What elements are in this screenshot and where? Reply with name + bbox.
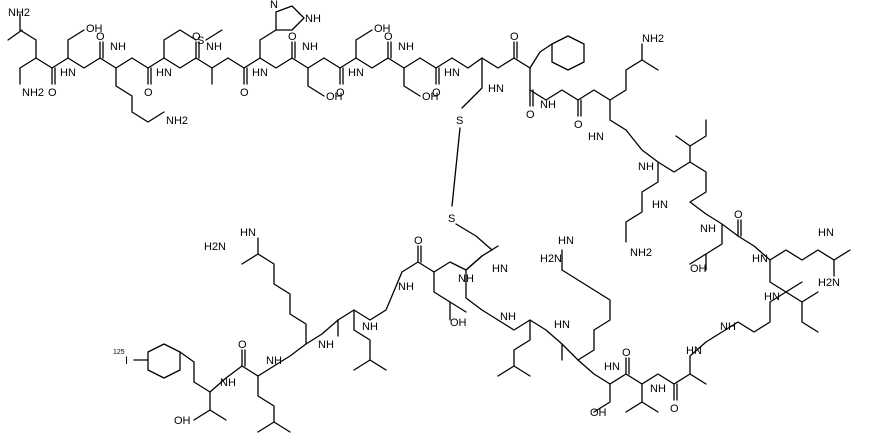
label-oh-ser1: OH <box>86 23 103 35</box>
label-nh: NH <box>206 41 222 53</box>
label-o: O <box>510 31 519 43</box>
label-o: O <box>526 109 535 121</box>
label-oh-ser2: OH <box>326 91 343 103</box>
label-nh: NH <box>720 321 736 333</box>
label-nh2-asn: NH2 <box>8 7 30 19</box>
label-h2n-arg2: H2N <box>540 253 562 265</box>
disulfide-bridge <box>451 57 493 251</box>
label-s1: S <box>456 115 463 127</box>
label-oh-asp2: OH <box>450 317 467 329</box>
label-hn: HN <box>604 361 620 373</box>
label-nh: NH <box>650 383 666 395</box>
label-hn: HN <box>588 131 604 143</box>
label-nh2-lys1: NH2 <box>166 115 188 127</box>
label-o: O <box>336 87 345 99</box>
label-hn: HN <box>554 319 570 331</box>
label-nh: NH <box>110 41 126 53</box>
label-hn: HN <box>488 83 504 95</box>
label-o: O <box>240 87 249 99</box>
label-hn: HN <box>348 67 364 79</box>
label-o: O <box>192 31 201 43</box>
label-hn: HN <box>252 67 268 79</box>
label-iodine: I <box>125 355 128 367</box>
label-nh2-nterm: NH2 <box>22 87 44 99</box>
label-nh2-gln: NH2 <box>642 33 664 45</box>
label-nh-his: NH <box>305 13 321 25</box>
label-oh-ser4: OH <box>422 91 439 103</box>
label-nh: NH <box>700 223 716 235</box>
label-hn: HN <box>764 291 780 303</box>
label-nh: NH <box>500 311 516 323</box>
label-o: O <box>238 339 247 351</box>
label-o: O <box>288 31 297 43</box>
label-hn: HN <box>652 199 668 211</box>
label-o: O <box>414 235 423 247</box>
label-nh: NH <box>266 355 282 367</box>
atom-labels: NH2 NH2 OH NH2 S NH N OH OH OH S S NH2 N… <box>8 0 840 427</box>
label-h2n-arg1: H2N <box>818 277 840 289</box>
label-nh2-lys2: NH2 <box>630 247 652 259</box>
label-nh: NH <box>638 161 654 173</box>
label-hn: HN <box>60 67 76 79</box>
left-bottom-chain <box>133 237 483 433</box>
label-nh: NH <box>458 273 474 285</box>
label-nh: NH <box>220 377 236 389</box>
label-hn-arg3: HN <box>240 227 256 239</box>
bottom-chain <box>465 245 707 413</box>
label-o: O <box>432 87 441 99</box>
label-o: O <box>384 31 393 43</box>
label-s2: S <box>448 213 455 225</box>
label-hn: HN <box>752 253 768 265</box>
right-column-chain <box>625 119 851 343</box>
label-o: O <box>96 31 105 43</box>
label-hn: HN <box>686 345 702 357</box>
label-o: O <box>622 347 631 359</box>
label-nh: NH <box>398 281 414 293</box>
label-n-his: N <box>270 0 278 11</box>
label-iodine-isotope: 125 <box>113 349 125 356</box>
label-nh: NH <box>318 339 334 351</box>
label-o: O <box>574 119 583 131</box>
right-upper-chain <box>481 35 659 131</box>
label-hn: HN <box>492 263 508 275</box>
label-oh-ser3: OH <box>374 23 391 35</box>
label-hn: HN <box>156 67 172 79</box>
label-oh-ser5: OH <box>590 407 607 419</box>
label-hn: HN <box>444 67 460 79</box>
label-nh: NH <box>362 321 378 333</box>
label-oh-asp1: OH <box>690 263 707 275</box>
label-oh-cterm: OH <box>174 415 191 427</box>
label-nh: NH <box>398 41 414 53</box>
label-o: O <box>670 403 679 415</box>
label-o: O <box>48 87 57 99</box>
label-hn-arg2: HN <box>558 235 574 247</box>
label-hn-arg1: HN <box>818 227 834 239</box>
label-o: O <box>144 87 153 99</box>
label-h2n-arg3: H2N <box>204 241 226 253</box>
label-nh: NH <box>302 41 318 53</box>
label-s-met: S <box>197 35 204 47</box>
label-nh: NH <box>540 99 556 111</box>
label-o: O <box>734 209 743 221</box>
backbone-top <box>7 5 483 123</box>
